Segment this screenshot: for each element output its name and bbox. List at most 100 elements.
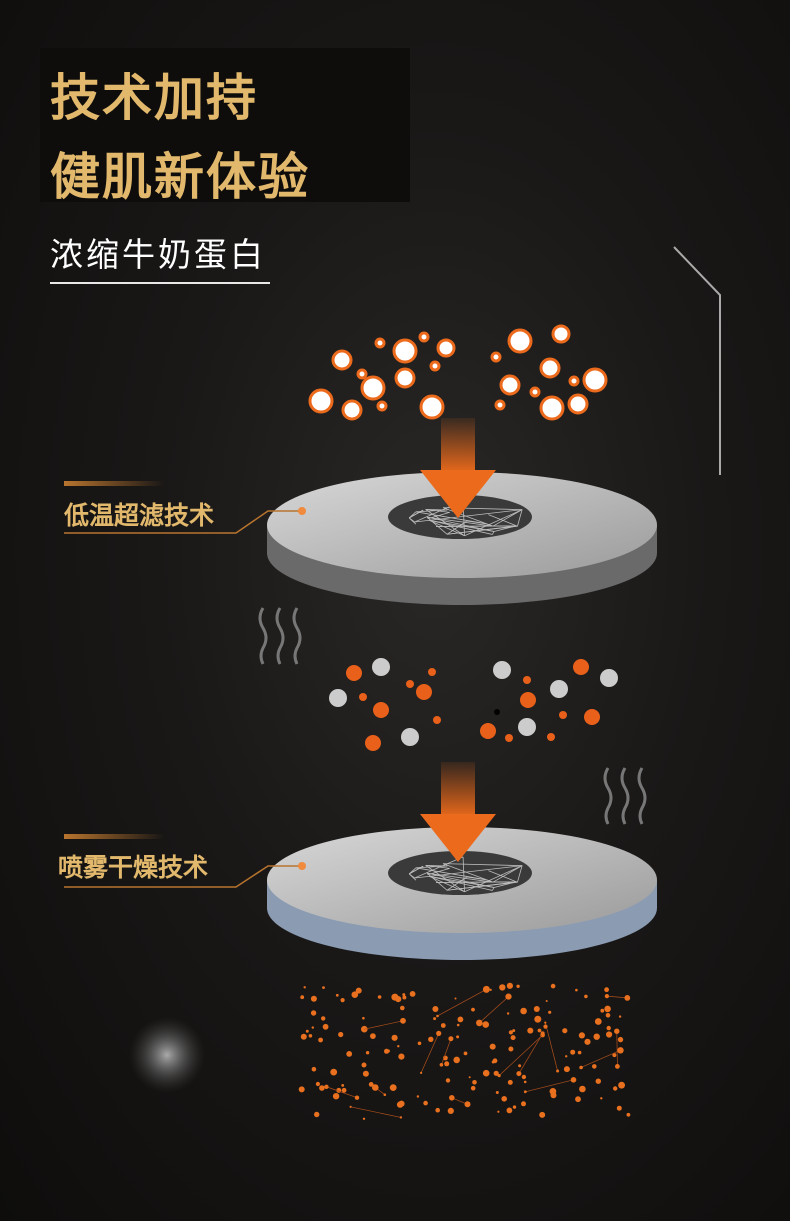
page-title-line1: 技术加持 [50, 69, 258, 127]
particle [365, 735, 381, 751]
powder-particle [520, 1007, 527, 1015]
powder-particle [543, 1024, 548, 1029]
powder-particle [556, 1069, 560, 1073]
powder-particle [432, 1006, 439, 1012]
powder-particle [447, 1107, 454, 1114]
particle [550, 680, 568, 698]
powder-particle [341, 1087, 347, 1093]
subtitle-underline [50, 282, 270, 284]
powder-particle [534, 1015, 542, 1023]
powder-particle [533, 1006, 540, 1012]
powder-particle [464, 1101, 471, 1108]
powder-particle [399, 1116, 403, 1119]
particle [568, 375, 580, 387]
powder-particle [550, 1092, 557, 1099]
powder-particle [303, 986, 306, 989]
powder-particle [330, 1068, 338, 1076]
powder-particle [578, 1032, 586, 1039]
powder-particle [548, 1010, 552, 1014]
powder-particle [355, 987, 362, 994]
powder-particle [493, 1070, 499, 1076]
powder-particle [506, 1012, 510, 1015]
powder-particle [544, 1021, 547, 1024]
powder-particle [594, 1018, 602, 1025]
powder-particle [454, 997, 457, 1000]
powder-particle [618, 1015, 622, 1018]
particle [372, 658, 390, 676]
powder-particle [384, 1048, 389, 1054]
particle [529, 386, 541, 398]
powder-particle [423, 1100, 428, 1106]
label-leader-1 [64, 481, 306, 534]
powder-particle [497, 1110, 500, 1113]
powder-particle [457, 1016, 464, 1023]
particle [547, 733, 555, 741]
powder-particle [300, 995, 305, 1000]
powder-particle [606, 1031, 613, 1038]
powder-particle [518, 1064, 522, 1068]
particle [493, 661, 511, 679]
powder-particle [321, 1016, 326, 1021]
powder-particle [362, 1070, 369, 1077]
powder-particle [453, 1056, 461, 1064]
particle [394, 367, 416, 389]
powder-particle [604, 994, 610, 999]
powder-particle [600, 1008, 605, 1013]
particle [401, 728, 419, 746]
powder-particle [604, 987, 609, 993]
powder-particle [400, 1017, 406, 1024]
powder-particle [537, 1028, 542, 1033]
particle [416, 684, 432, 700]
particle [374, 337, 386, 349]
down-arrow-icon [420, 418, 496, 518]
particle [308, 388, 334, 414]
particle [359, 693, 367, 701]
powder-particle [550, 983, 556, 989]
powder-particle [361, 1062, 367, 1068]
powder-particle [600, 1097, 603, 1100]
powder-particle [470, 1085, 476, 1091]
powder-particle [319, 1085, 325, 1091]
powder-particle [506, 982, 513, 989]
powder-particle [310, 1010, 317, 1016]
powder-particle [604, 1005, 611, 1013]
powder-particle [523, 1090, 527, 1094]
powder-particle [365, 1051, 370, 1055]
powder-particle [521, 1074, 527, 1080]
particle [507, 328, 533, 354]
powder-particle [593, 1033, 600, 1040]
powder-particle [516, 1071, 522, 1077]
powder-particle [497, 1074, 501, 1078]
powder-particle [449, 1095, 455, 1101]
powder-particle [368, 1082, 374, 1087]
powder-particle [617, 1047, 624, 1054]
particle [505, 734, 513, 742]
particle [582, 367, 608, 393]
powder-particle [471, 1007, 475, 1012]
powder-particle [377, 995, 382, 999]
powder-particle [409, 991, 416, 997]
particle [499, 374, 521, 396]
powder-particle [310, 995, 317, 1002]
powder-particle [570, 1077, 577, 1083]
powder-particle [545, 1000, 548, 1002]
powder-particle [527, 1027, 534, 1034]
powder-particle [472, 1080, 477, 1085]
particle [356, 368, 368, 380]
powder-particle [523, 1080, 527, 1084]
powder-particle [402, 995, 407, 1000]
particle [329, 689, 347, 707]
powder-particle [362, 1016, 365, 1020]
particle [392, 338, 418, 364]
powder-particle [482, 1021, 490, 1028]
filter-disc-2 [267, 827, 657, 960]
particle [520, 692, 536, 708]
particle [331, 349, 353, 371]
particle [494, 399, 506, 411]
powder-particle [351, 991, 359, 998]
particle [406, 680, 414, 688]
powder-particle [491, 1060, 495, 1064]
label-leader-2 [64, 834, 306, 888]
particle [428, 668, 436, 676]
down-arrow-icon [420, 762, 496, 862]
